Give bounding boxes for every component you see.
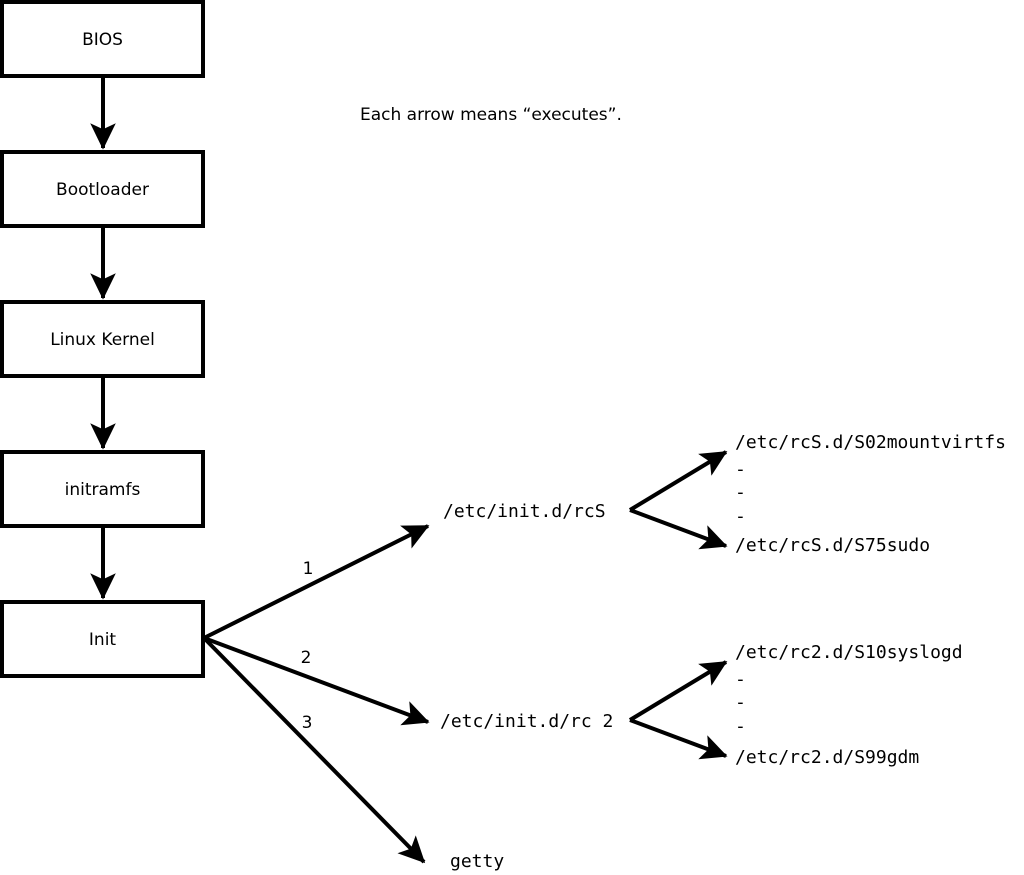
caption-text: Each arrow means “executes”. [360,105,622,125]
label-getty: getty [450,851,504,872]
box-initramfs[interactable]: initramfs [0,450,205,528]
label-rc2-script-first: /etc/rc2.d/S10syslogd [735,642,963,663]
box-bios[interactable]: BIOS [0,0,205,78]
arrow-label-2: 2 [301,648,312,668]
rcs-ellipsis-dash-3: - [735,506,746,527]
box-init[interactable]: Init [0,600,205,678]
label-rcs-script-first: /etc/rcS.d/S02mountvirtfs [735,432,1006,453]
arrow-rc2-to-first-script [628,660,728,722]
arrow-rc2-to-last-script [629,718,728,760]
box-initramfs-rect [0,450,205,528]
rcs-ellipsis-dash-1: - [735,459,746,480]
box-init-label: Init [89,630,117,650]
label-etc-initd-rcs: /etc/init.d/rcS [443,501,606,522]
arrow-rcs-to-first-script [628,450,728,512]
label-etc-initd-rc2: /etc/init.d/rc 2 [440,711,613,732]
box-bootloader-label: Bootloader [56,180,149,200]
rc2-ellipsis-dash-2: - [735,692,746,713]
box-bios-label: BIOS [82,30,123,50]
box-init-rect [0,600,205,678]
label-rcs-script-last: /etc/rcS.d/S75sudo [735,535,930,556]
box-linux-kernel-label: Linux Kernel [50,330,155,350]
box-bios-rect [0,0,205,78]
arrow-init-to-rc2 [203,636,430,726]
label-rc2-script-last: /etc/rc2.d/S99gdm [735,747,919,768]
rc2-ellipsis-dash-1: - [735,669,746,690]
rc2-ellipsis-dash-3: - [735,716,746,737]
arrow-rcs-to-last-script [629,508,728,550]
box-initramfs-label: initramfs [65,480,141,500]
arrow-label-3: 3 [302,713,313,733]
arrow-init-to-rcs [203,524,430,640]
box-bootloader[interactable]: Bootloader [0,150,205,228]
arrow-init-to-getty [202,636,426,864]
arrow-label-1: 1 [303,559,314,579]
rcs-ellipsis-dash-2: - [735,482,746,503]
box-linux-kernel[interactable]: Linux Kernel [0,300,205,378]
